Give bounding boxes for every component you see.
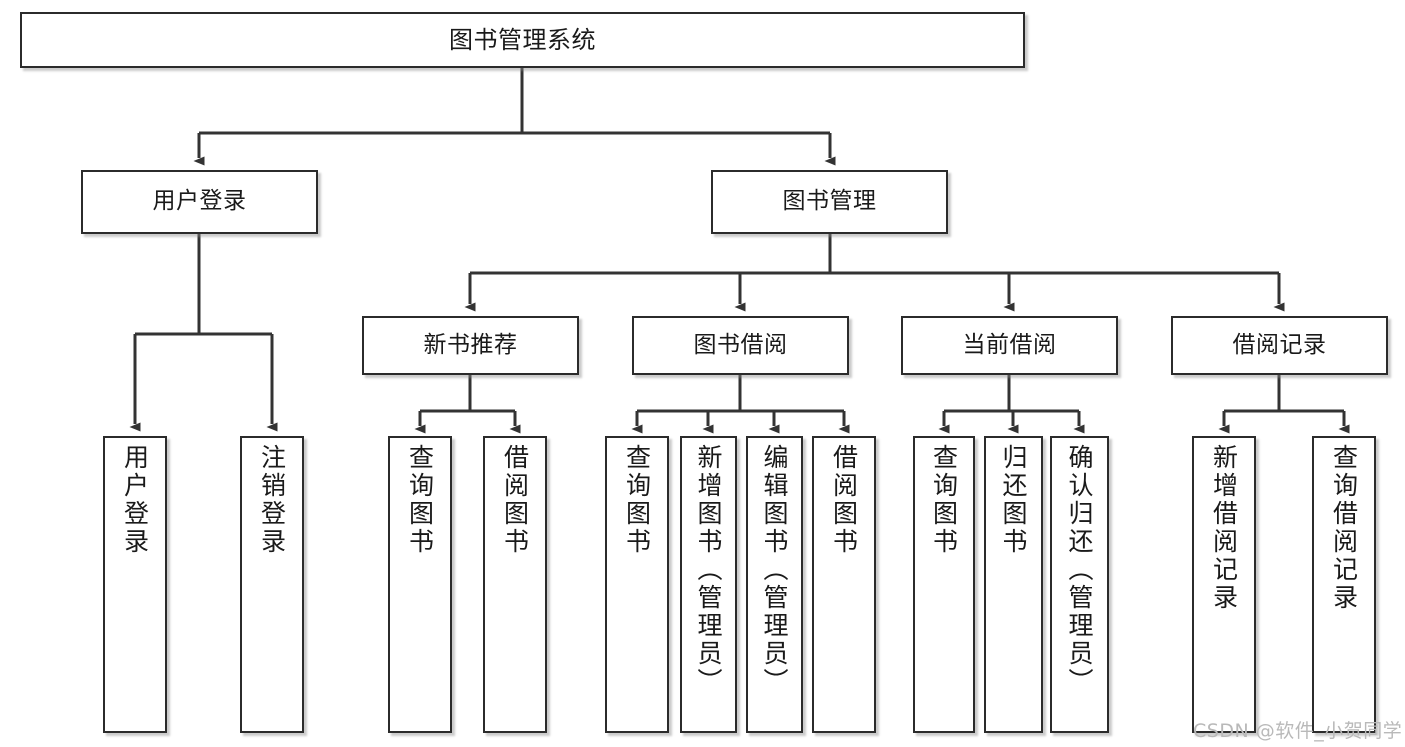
node-borrow-record-label: 借阅记录 <box>1232 331 1327 358</box>
node-leaf-user-login-label: 用户登录 <box>120 444 150 556</box>
node-leaf-confirm-return[interactable]: 确认归还（管理员） <box>1050 436 1109 733</box>
node-leaf-borrow-book-1-label: 借阅图书 <box>500 444 530 556</box>
node-borrow-record[interactable]: 借阅记录 <box>1171 316 1388 375</box>
node-leaf-edit-book[interactable]: 编辑图书（管理员） <box>746 436 803 733</box>
node-leaf-query-book-2[interactable]: 查询图书 <box>605 436 669 733</box>
node-leaf-borrow-book-2-label: 借阅图书 <box>829 444 859 556</box>
csdn-watermark: CSDN @软件_小贺同学 <box>1193 720 1403 742</box>
node-leaf-borrow-book-1[interactable]: 借阅图书 <box>483 436 547 733</box>
node-user-login-label: 用户登录 <box>152 188 247 215</box>
node-leaf-user-login[interactable]: 用户登录 <box>103 436 167 733</box>
node-leaf-user-logout[interactable]: 注销登录 <box>240 436 304 733</box>
node-leaf-query-book-3-label: 查询图书 <box>929 444 959 556</box>
node-leaf-confirm-return-label: 确认归还（管理员） <box>1065 444 1094 696</box>
node-leaf-user-logout-label: 注销登录 <box>257 444 287 556</box>
node-leaf-query-book-1[interactable]: 查询图书 <box>388 436 452 733</box>
node-book-manage-label: 图书管理 <box>782 188 877 215</box>
node-book-borrow[interactable]: 图书借阅 <box>632 316 849 375</box>
node-leaf-query-book-2-label: 查询图书 <box>622 444 652 556</box>
node-leaf-query-book-3[interactable]: 查询图书 <box>913 436 975 733</box>
node-leaf-query-record[interactable]: 查询借阅记录 <box>1312 436 1376 733</box>
node-leaf-return-book-label: 归还图书 <box>999 444 1028 556</box>
node-leaf-edit-book-label: 编辑图书（管理员） <box>760 444 789 696</box>
node-leaf-add-record[interactable]: 新增借阅记录 <box>1192 436 1256 733</box>
node-current-borrow-label: 当前借阅 <box>962 331 1057 358</box>
node-leaf-add-book[interactable]: 新增图书（管理员） <box>680 436 737 733</box>
node-root[interactable]: 图书管理系统 <box>20 12 1025 68</box>
node-current-borrow[interactable]: 当前借阅 <box>901 316 1118 375</box>
node-root-label: 图书管理系统 <box>449 25 596 54</box>
node-new-book-recommend-label: 新书推荐 <box>423 331 518 358</box>
node-leaf-query-record-label: 查询借阅记录 <box>1329 444 1359 612</box>
node-book-manage[interactable]: 图书管理 <box>711 170 948 234</box>
node-leaf-query-book-1-label: 查询图书 <box>405 444 435 556</box>
node-leaf-add-book-label: 新增图书（管理员） <box>694 444 723 696</box>
node-new-book-recommend[interactable]: 新书推荐 <box>362 316 579 375</box>
node-user-login[interactable]: 用户登录 <box>81 170 318 234</box>
node-leaf-borrow-book-2[interactable]: 借阅图书 <box>812 436 876 733</box>
node-book-borrow-label: 图书借阅 <box>693 331 788 358</box>
node-leaf-add-record-label: 新增借阅记录 <box>1209 444 1239 612</box>
node-leaf-return-book[interactable]: 归还图书 <box>984 436 1043 733</box>
